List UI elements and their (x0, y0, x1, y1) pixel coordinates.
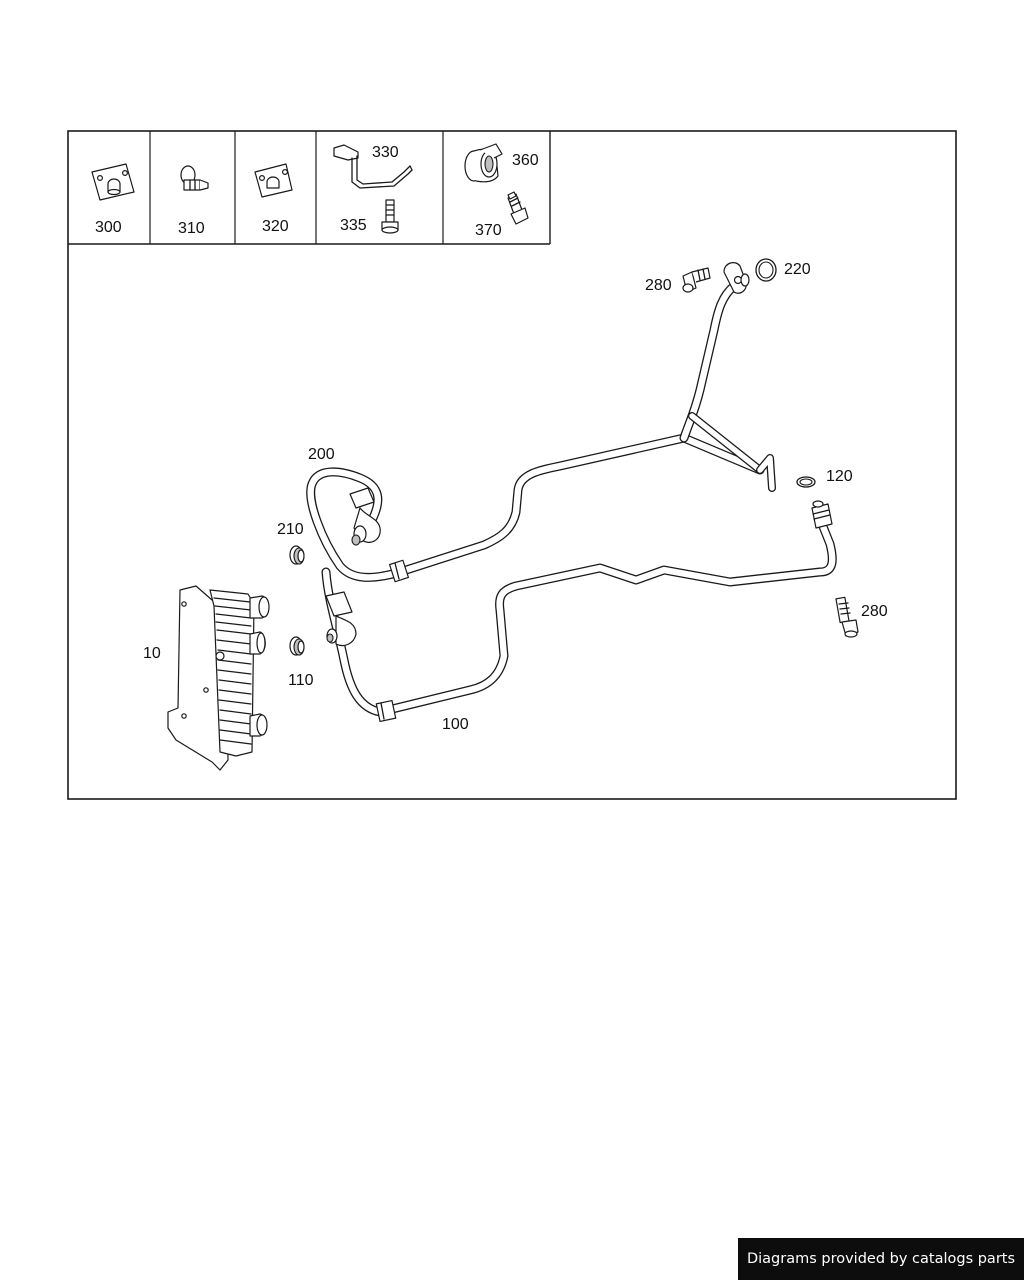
small-parts-grid (68, 131, 551, 245)
part-360-hose-clamp[interactable] (464, 143, 503, 183)
label-320: 320 (262, 218, 289, 235)
part-220-o-ring[interactable] (755, 258, 777, 282)
label-370: 370 (475, 222, 502, 239)
label-310: 310 (178, 220, 205, 237)
label-100: 100 (442, 716, 469, 733)
part-200-cooler-line-upper[interactable] (306, 262, 776, 583)
part-280-bolt-lower[interactable] (835, 596, 859, 638)
label-220: 220 (784, 261, 811, 278)
label-360: 360 (512, 152, 539, 169)
label-300: 300 (95, 219, 122, 236)
part-310-push-clip[interactable] (180, 165, 209, 191)
label-200: 200 (308, 446, 335, 463)
footer-credit-text: Diagrams provided by catalogs parts (746, 1251, 1016, 1267)
label-10: 10 (143, 645, 161, 662)
label-280-upper: 280 (645, 277, 672, 294)
part-100-cooler-line-lower[interactable] (321, 500, 837, 723)
part-320-clip-nut[interactable] (254, 163, 293, 198)
part-280-bolt-upper[interactable] (682, 267, 711, 293)
label-280-lower: 280 (861, 603, 888, 620)
label-335: 335 (340, 217, 367, 234)
diagram-frame (67, 130, 957, 800)
label-120: 120 (826, 468, 853, 485)
part-330-bracket[interactable] (333, 144, 413, 189)
label-210: 210 (277, 521, 304, 538)
part-10-oil-cooler[interactable] (167, 585, 270, 771)
part-120-o-ring[interactable] (796, 476, 816, 488)
label-330: 330 (372, 144, 399, 161)
footer-credit-banner: Diagrams provided by catalogs parts (738, 1238, 1024, 1280)
part-110-seal[interactable] (289, 636, 305, 656)
part-210-seal[interactable] (289, 545, 305, 565)
label-110: 110 (288, 672, 314, 689)
part-370-screw[interactable] (507, 191, 529, 225)
part-300-clip-nut[interactable] (91, 163, 135, 201)
part-335-bolt[interactable] (381, 199, 399, 234)
